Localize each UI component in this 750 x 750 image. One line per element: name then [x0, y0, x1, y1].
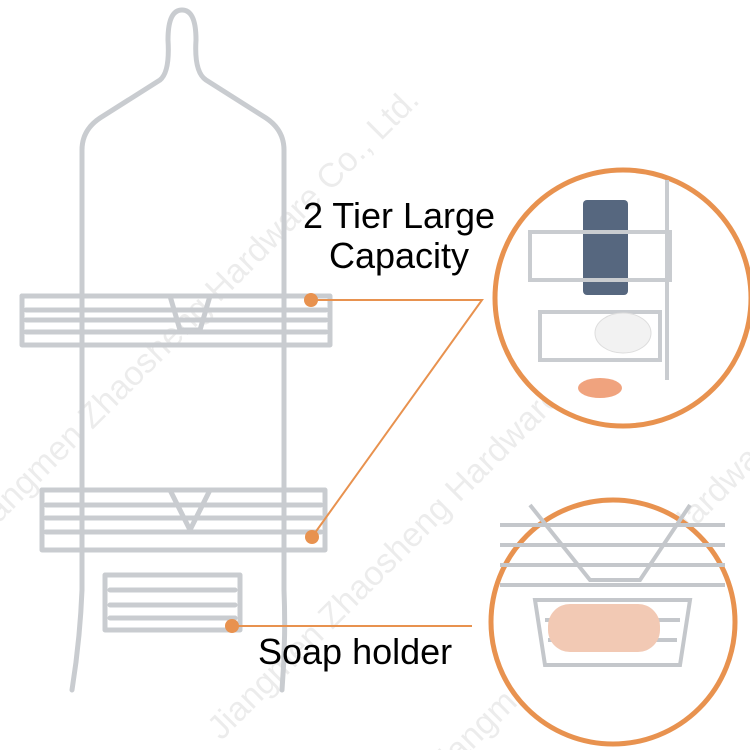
capacity-label: 2 Tier Large Capacity — [286, 196, 512, 276]
capacity-line2: Capacity — [328, 235, 470, 276]
inset-tier-detail — [492, 167, 750, 429]
capacity-line1: 2 Tier Large — [302, 195, 496, 236]
inset-soap-detail — [488, 497, 738, 747]
soap-holder-label: Soap holder — [258, 631, 453, 672]
